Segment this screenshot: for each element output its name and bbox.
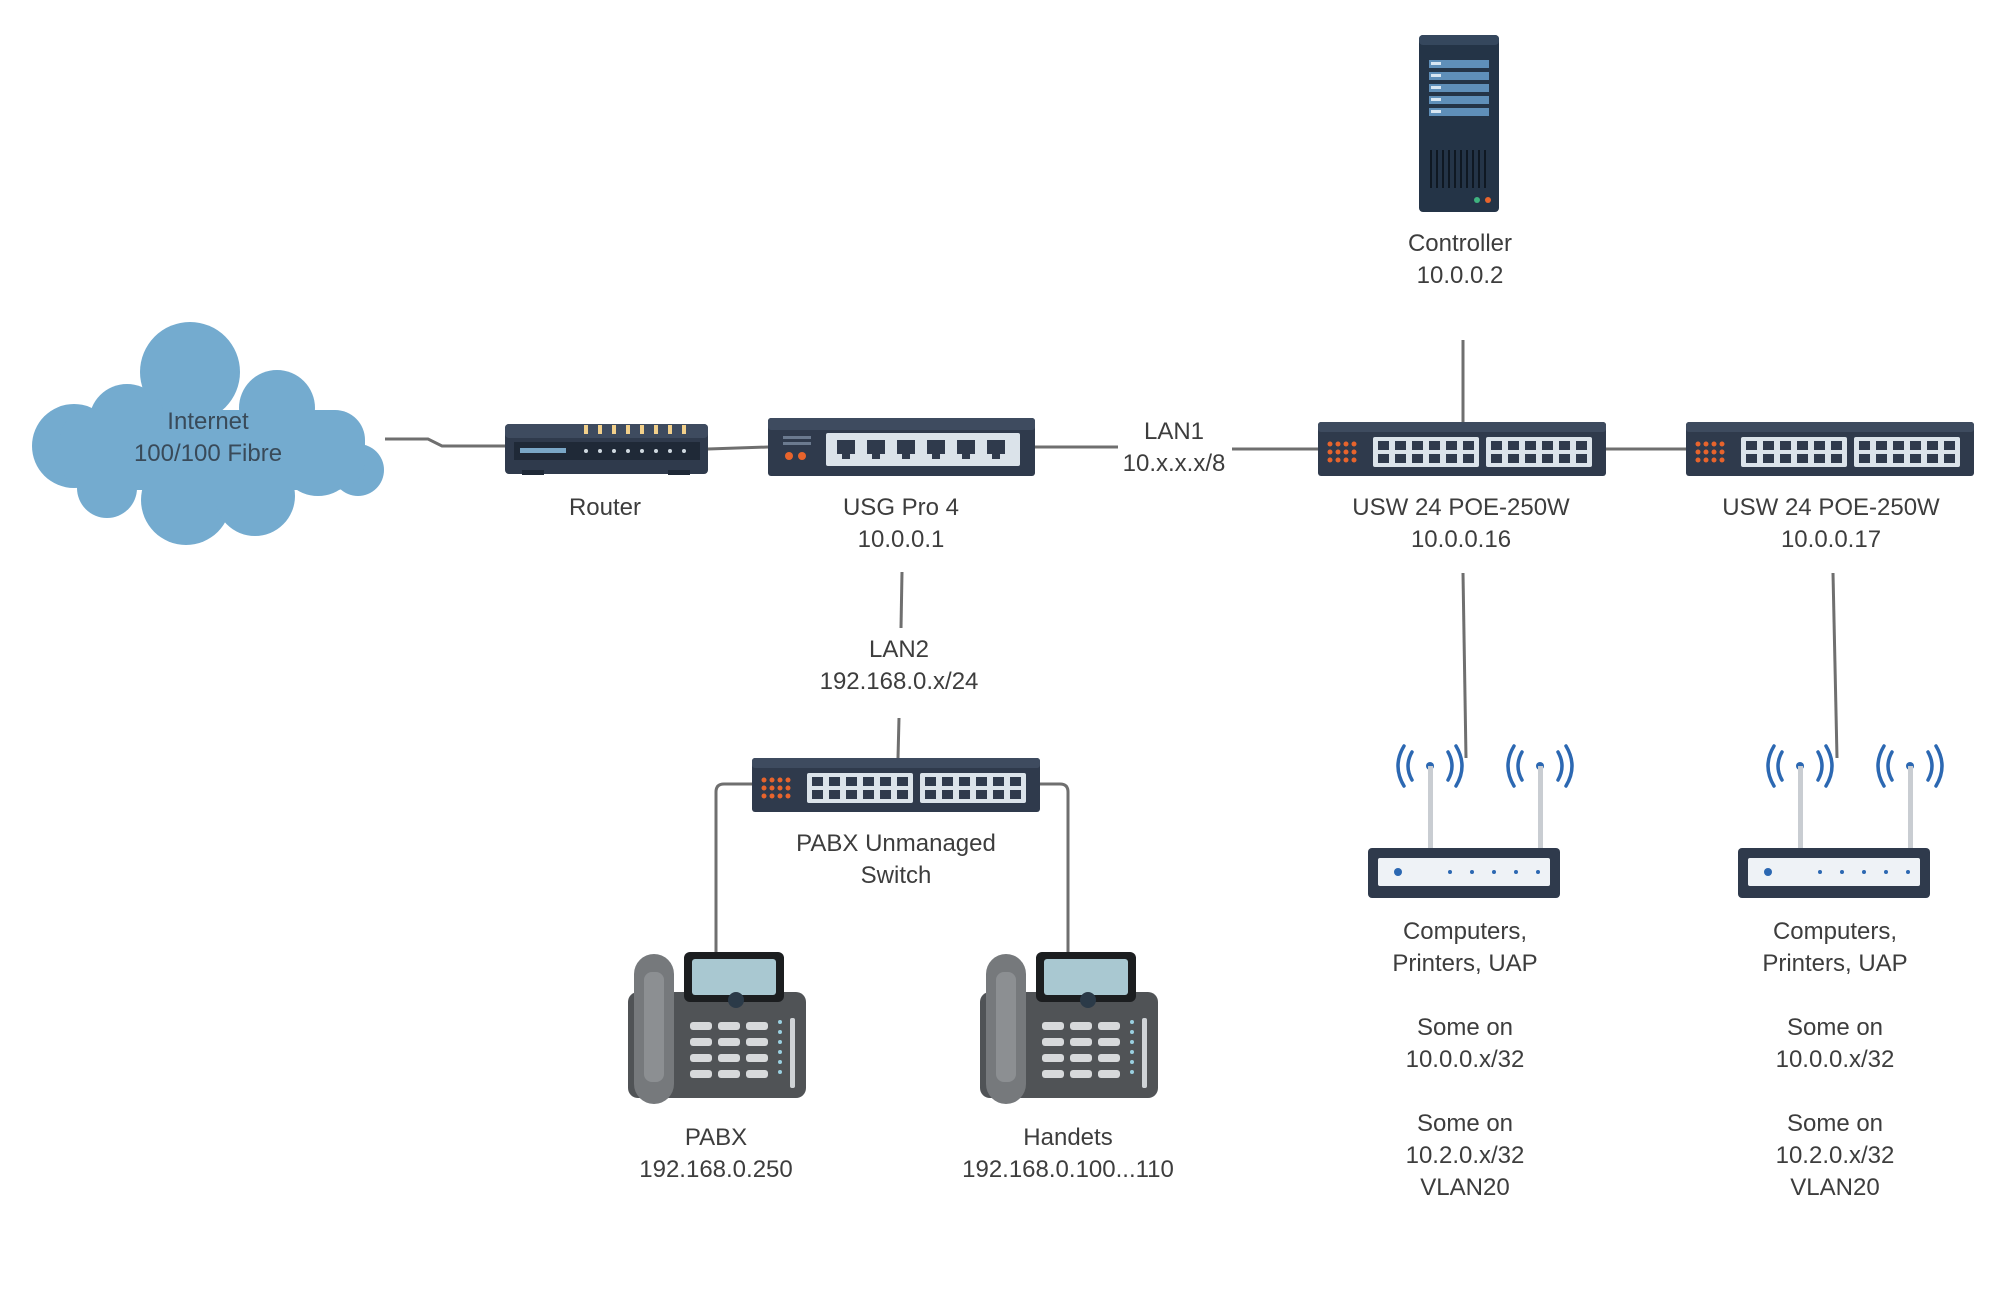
controller-label-line1: Controller	[1407, 230, 1513, 257]
router-label-line1: Router	[568, 494, 642, 521]
switch-icon-pabx	[752, 758, 1040, 812]
controller-label-line2: 10.0.0.2	[1416, 262, 1504, 289]
usw1-label: USW 24 POE-250W 10.0.0.16	[1352, 492, 1569, 556]
lan2-label: LAN2 192.168.0.x/24	[820, 634, 979, 698]
lan1-label-line2: 10.x.x.x/8	[1122, 450, 1226, 477]
server-icon	[1419, 35, 1499, 212]
handsets-label: Handets 192.168.0.100...110	[962, 1122, 1174, 1186]
link-usw1-ap1	[1461, 572, 1468, 759]
link-pabx-switch-handsets	[1040, 782, 1070, 955]
desk-phone-icon-pabx	[628, 952, 806, 1104]
pabx-label-line1: PABX	[684, 1124, 748, 1151]
router-icon	[505, 424, 708, 475]
ap2-label-line7: Some on	[1786, 1110, 1884, 1137]
ap1-label-line1: Computers,	[1402, 918, 1528, 945]
desk-phone-icon-handsets	[980, 952, 1158, 1104]
ap2-label-line9: VLAN20	[1790, 1174, 1880, 1201]
ap1-label-line5: 10.0.0.x/32	[1405, 1046, 1525, 1073]
access-point-icon-ap1	[1368, 744, 1574, 898]
internet-label-line2: 100/100 Fibre	[133, 440, 283, 467]
ap2-label: Computers, Printers, UAP Some on 10.0.0.…	[1762, 916, 1907, 1204]
internet-cloud	[32, 322, 384, 545]
usw1-label-line1: USW 24 POE-250W	[1352, 494, 1570, 521]
router-label: Router	[569, 492, 641, 524]
internet-label-line1: Internet	[167, 408, 249, 435]
ap1-label-line9: VLAN20	[1420, 1174, 1510, 1201]
link-usw2-ap2	[1831, 572, 1839, 759]
ap1-label-line8: 10.2.0.x/32	[1405, 1142, 1525, 1169]
connections	[385, 340, 1839, 955]
ap2-label-line2: Printers, UAP	[1762, 950, 1908, 977]
lan1-label: LAN1 10.x.x.x/8	[1123, 416, 1226, 480]
usw1-label-line2: 10.0.0.16	[1410, 526, 1512, 553]
handsets-label-line1: Handets	[1023, 1124, 1113, 1151]
usw2-label-line1: USW 24 POE-250W	[1722, 494, 1940, 521]
ap2-label-line6	[1762, 1076, 1907, 1108]
pabx-switch-label: PABX Unmanaged Switch	[796, 828, 996, 892]
pabx-switch-label-line2: Switch	[860, 862, 932, 889]
ap2-label-line8: 10.2.0.x/32	[1775, 1142, 1895, 1169]
lan2-label-line2: 192.168.0.x/24	[819, 668, 979, 695]
ap2-label-line1: Computers,	[1772, 918, 1898, 945]
ap1-label-line2: Printers, UAP	[1392, 950, 1538, 977]
link-lan2-pabx-switch	[896, 717, 901, 759]
ap2-label-line3	[1762, 980, 1907, 1012]
pabx-label-line2: 192.168.0.250	[639, 1156, 793, 1183]
link-router-usg	[707, 445, 769, 451]
switch-icon-usw1	[1318, 422, 1606, 476]
usg-label-line1: USG Pro 4	[842, 494, 960, 521]
link-internet-router	[385, 437, 505, 448]
gateway-icon	[768, 418, 1035, 476]
pabx-label: PABX 192.168.0.250	[639, 1122, 792, 1186]
link-pabx-switch-pabx	[714, 782, 752, 955]
handsets-label-line2: 192.168.0.100...110	[962, 1156, 1174, 1183]
link-usg-lan2-top	[899, 571, 904, 629]
internet-label: Internet 100/100 Fibre	[134, 406, 282, 470]
ap2-label-line4: Some on	[1786, 1014, 1884, 1041]
pabx-switch-label-line1: PABX Unmanaged	[796, 830, 996, 857]
usg-label: USG Pro 4 10.0.0.1	[843, 492, 959, 556]
usw2-label-line2: 10.0.0.17	[1780, 526, 1882, 553]
ap2-label-line5: 10.0.0.x/32	[1775, 1046, 1895, 1073]
ap1-label-line7: Some on	[1416, 1110, 1514, 1137]
ap1-label: Computers, Printers, UAP Some on 10.0.0.…	[1392, 916, 1537, 1204]
usw2-label: USW 24 POE-250W 10.0.0.17	[1722, 492, 1939, 556]
usg-label-line2: 10.0.0.1	[857, 526, 945, 553]
access-point-icon-ap2	[1738, 744, 1944, 898]
ap1-label-line6	[1392, 1076, 1537, 1108]
lan1-label-line1: LAN1	[1143, 418, 1205, 445]
switch-icon-usw2	[1686, 422, 1974, 476]
ap1-label-line3	[1392, 980, 1537, 1012]
lan2-label-line1: LAN2	[868, 636, 930, 663]
controller-label: Controller 10.0.0.2	[1408, 228, 1512, 292]
ap1-label-line4: Some on	[1416, 1014, 1514, 1041]
